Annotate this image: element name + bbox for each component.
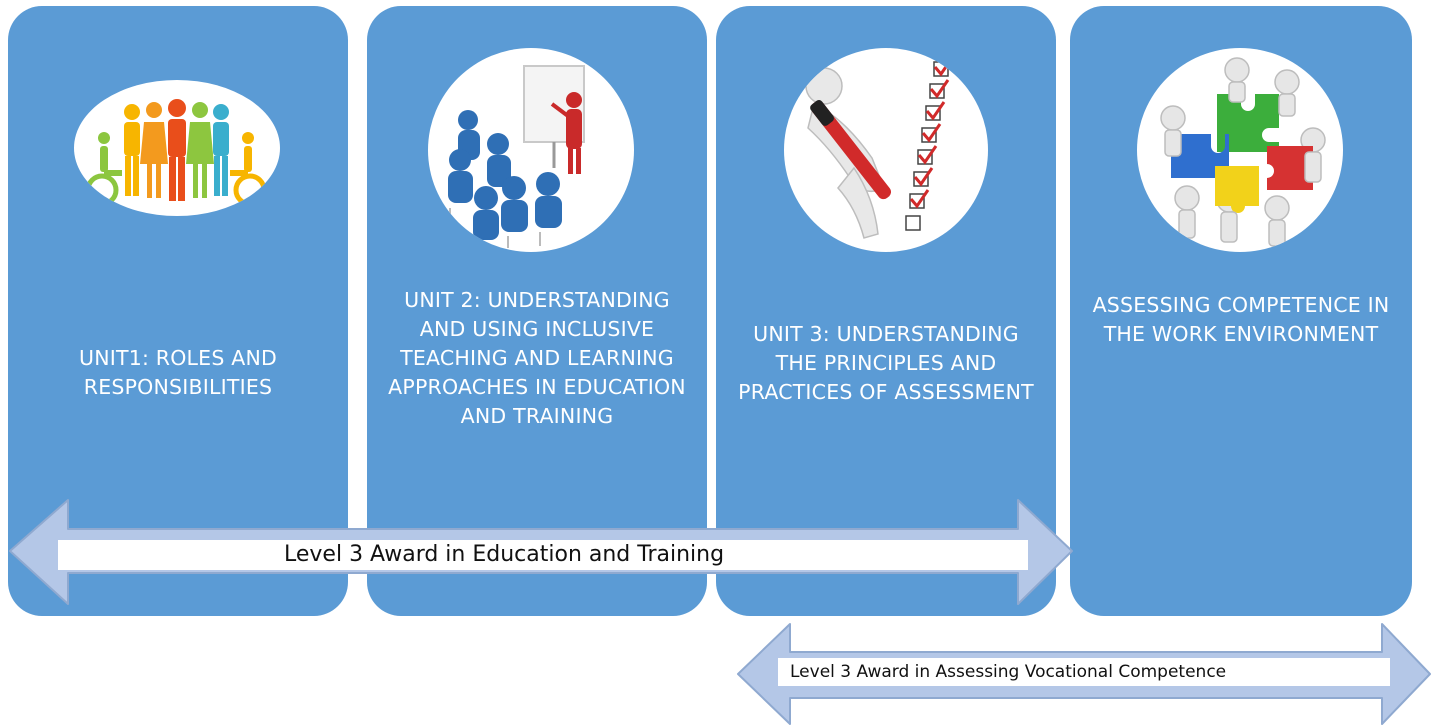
- classroom-presenter-icon: [428, 48, 634, 252]
- unit-card-3-title: UNIT 3: UNDERSTANDING THE PRINCIPLES AND…: [738, 322, 1034, 404]
- checklist-pen-icon: [784, 48, 988, 252]
- unit-card-3: UNIT 3: UNDERSTANDING THE PRINCIPLES AND…: [716, 6, 1056, 616]
- unit-card-1-title: UNIT1: ROLES AND RESPONSIBILITIES: [79, 346, 277, 399]
- people-diversity-icon: [74, 80, 280, 216]
- unit-card-2: UNIT 2: UNDERSTANDING AND USING INCLUSIV…: [367, 6, 707, 616]
- unit-card-2-title: UNIT 2: UNDERSTANDING AND USING INCLUSIV…: [388, 288, 686, 428]
- unit-card-4: ASSESSING COMPETENCE IN THE WORK ENVIRON…: [1070, 6, 1412, 616]
- unit-card-4-title: ASSESSING COMPETENCE IN THE WORK ENVIRON…: [1092, 293, 1390, 346]
- puzzle-team-icon: [1137, 48, 1343, 252]
- education-training-label: Level 3 Award in Education and Training: [58, 540, 1028, 570]
- assessing-competence-label: Level 3 Award in Assessing Vocational Co…: [778, 658, 1390, 686]
